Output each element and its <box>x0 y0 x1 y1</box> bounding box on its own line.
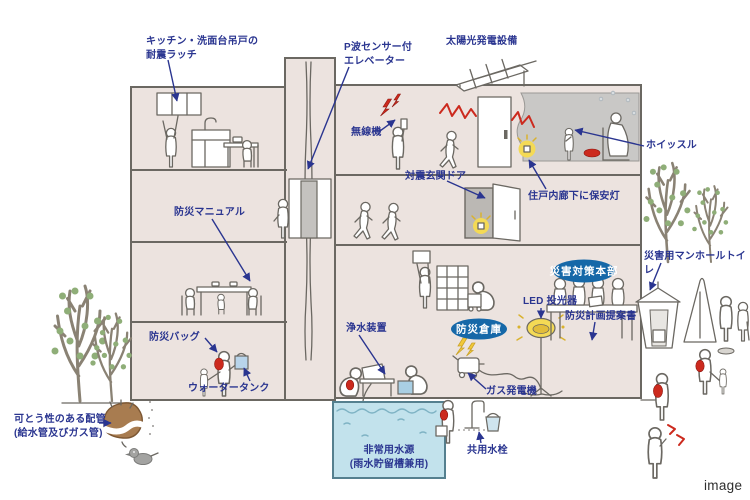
warehouse-scene <box>412 250 495 312</box>
headquarters-badge <box>553 259 615 283</box>
underground-water-tank <box>332 401 446 479</box>
radio-device <box>400 118 408 130</box>
badge-headquarters: 災害対策本部 <box>549 265 619 278</box>
badge-shapes <box>451 259 615 340</box>
label-quake-door: 対震玄関ドア <box>405 171 467 182</box>
disaster-bag-item <box>214 357 224 371</box>
power-cable <box>478 369 542 390</box>
label-corridor-light: 住戸内廊下に保安灯 <box>528 191 620 202</box>
label-water-tank: ウォータータンク <box>188 383 270 394</box>
bucket <box>485 416 501 432</box>
shared-tap-scene <box>435 399 501 444</box>
kitchen-scene <box>156 92 259 168</box>
label-water-purifier: 浄水装置 <box>346 323 387 334</box>
open-entrance-door <box>492 183 521 242</box>
bird <box>121 441 159 465</box>
tree <box>50 284 108 403</box>
label-disaster-bag: 防災バッグ <box>149 332 200 343</box>
plan-document <box>587 295 604 308</box>
water-tank-item <box>234 355 249 370</box>
label-led-floodlight: LED 投光器 <box>523 296 578 307</box>
whistle-sound-icon <box>676 434 685 446</box>
kitchen-counter <box>191 129 231 168</box>
label-emergency-water: 非常用水源 (雨水貯留槽兼用) <box>349 445 429 470</box>
led-floodlight-pole <box>516 314 566 397</box>
label-flexible-pipes: 可とう性のある配管 (給水管及びガス管) <box>14 414 106 439</box>
label-manhole-toilet: 災害用マンホールトイレ <box>644 251 746 276</box>
family-table-scene <box>181 281 262 316</box>
image-watermark: image <box>704 478 743 493</box>
lightning-icon <box>391 93 402 108</box>
flexible-pipe-illustration <box>101 399 154 439</box>
manhole-cover <box>717 347 735 355</box>
label-p-wave-elevator: P波センサー付 エレベーター <box>344 42 413 67</box>
solar-panel <box>455 58 537 92</box>
label-disaster-manual: 防災マニュアル <box>174 207 246 218</box>
shake-wave-icon <box>511 111 535 128</box>
disaster-bag-scene <box>199 350 249 397</box>
shaking-door-scene <box>439 96 535 168</box>
shake-wave-icon <box>439 103 477 119</box>
manhole-toilet-tents <box>635 277 750 355</box>
label-plan-proposal: 防災計画提案書 <box>565 311 637 322</box>
label-kitchen-latch: キッチン・洗面台吊戸の 耐震ラッチ <box>146 36 259 61</box>
label-shared-tap: 共用水栓 <box>467 445 508 456</box>
label-radio: 無線機 <box>351 127 382 138</box>
lightning-icon <box>380 98 393 117</box>
whistle-sound-icon <box>667 424 676 435</box>
label-gas-generator: ガス発電機 <box>486 386 537 397</box>
sweat-drop-icon <box>598 96 604 102</box>
badge-warehouse: 防災倉庫 <box>456 323 502 336</box>
leader-lines <box>99 59 662 444</box>
label-whistle: ホイッスル <box>646 140 697 151</box>
portable-toilet <box>652 329 666 343</box>
radio-scene <box>380 93 408 170</box>
tree <box>642 161 692 264</box>
elevator-shaft <box>273 61 332 361</box>
warehouse-badge <box>451 318 507 340</box>
power-bolt-icon <box>455 337 468 356</box>
red-floor-item <box>583 148 601 158</box>
label-solar-power: 太陽光発電設備 <box>446 36 518 47</box>
hanging-cabinet <box>156 92 202 116</box>
hand-cart <box>467 293 482 308</box>
evacuees-yard <box>647 348 727 479</box>
